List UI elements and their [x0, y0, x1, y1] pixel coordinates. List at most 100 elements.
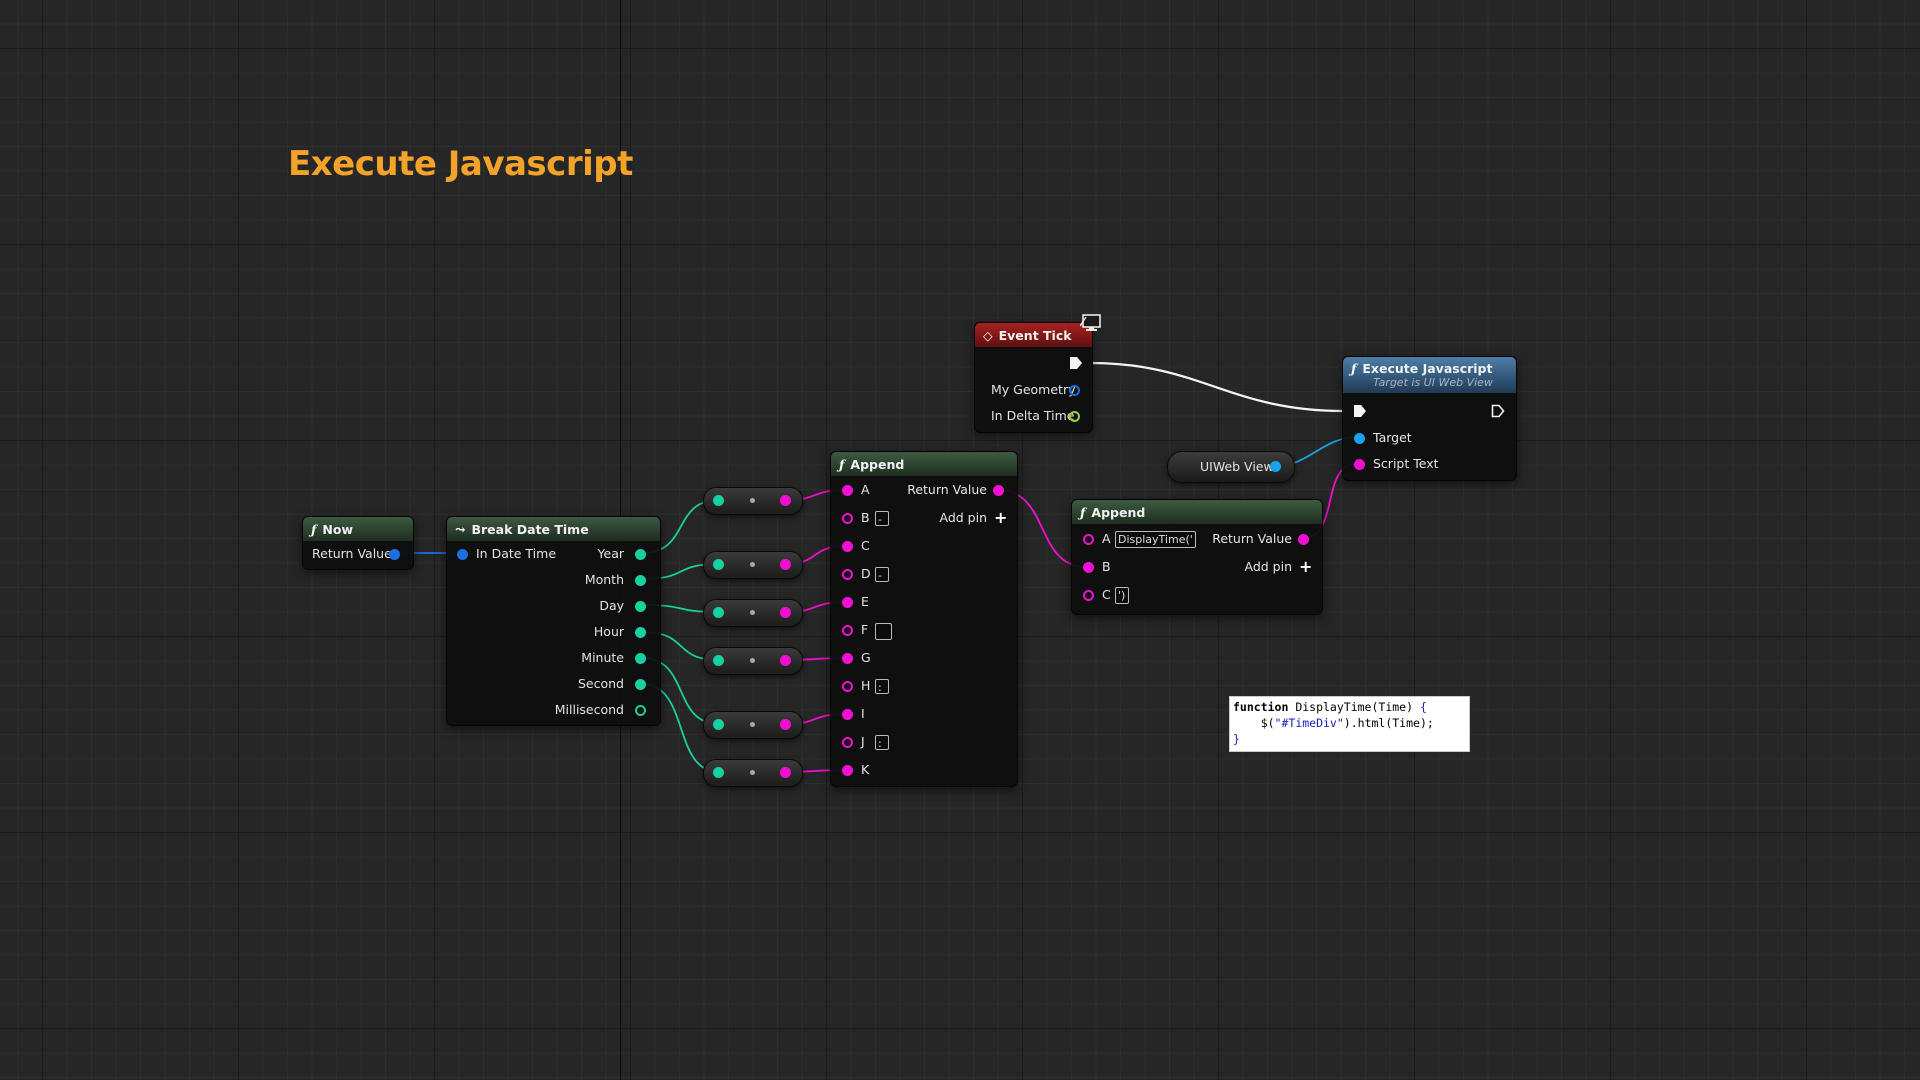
append2-input-c[interactable]: ') — [1115, 587, 1129, 604]
conv-out-pin[interactable] — [780, 495, 791, 506]
append1-pin-i[interactable] — [842, 709, 853, 720]
day-pin[interactable] — [635, 601, 646, 612]
now-node[interactable]: ƒ Now Return Value — [302, 516, 414, 570]
append1-label-c: C — [861, 539, 870, 553]
conv-in-pin[interactable] — [713, 559, 724, 570]
append1-add-pin-label[interactable]: Add pin — [939, 511, 987, 525]
conversion-node-month[interactable] — [703, 551, 803, 579]
my-geometry-pin[interactable] — [1069, 385, 1080, 396]
append1-input-f[interactable] — [875, 623, 892, 640]
in-date-time-pin[interactable] — [457, 549, 468, 560]
conv-dot — [750, 562, 755, 567]
conv-dot — [750, 498, 755, 503]
append1-pin-e[interactable] — [842, 597, 853, 608]
second-pin[interactable] — [635, 679, 646, 690]
append-node-1[interactable]: ƒ Append A Return Value B - Add pin + C … — [830, 451, 1018, 787]
conv-out-pin[interactable] — [780, 655, 791, 666]
conv-out-pin[interactable] — [780, 559, 791, 570]
append1-label-k: K — [861, 763, 869, 777]
append1-pin-g[interactable] — [842, 653, 853, 664]
conversion-node-year[interactable] — [703, 487, 803, 515]
conv-dot — [750, 722, 755, 727]
append-node-2-title: Append — [1091, 505, 1145, 520]
conv-in-pin[interactable] — [713, 719, 724, 730]
append1-input-j[interactable]: : — [875, 735, 889, 750]
append2-add-pin-label[interactable]: Add pin — [1244, 560, 1292, 574]
event-tick-title: Event Tick — [999, 328, 1072, 343]
exec-wire — [1091, 363, 1343, 411]
append-node-2-header[interactable]: ƒ Append — [1072, 500, 1322, 524]
now-return-label: Return Value — [312, 547, 392, 561]
break-date-time-node[interactable]: ⤳ Break Date Time In Date Time Year Mont… — [446, 516, 661, 726]
execute-javascript-node[interactable]: ƒExecute Javascript Target is UI Web Vie… — [1342, 356, 1517, 481]
conv-dot — [750, 658, 755, 663]
append-node-2[interactable]: ƒ Append A DisplayTime(' Return Value B … — [1071, 499, 1323, 615]
exec-out-pin[interactable] — [1491, 404, 1505, 418]
hour-pin[interactable] — [635, 627, 646, 638]
append2-pin-c[interactable] — [1083, 590, 1094, 601]
function-icon: ƒ — [311, 522, 316, 537]
add-pin-plus-icon[interactable]: + — [1299, 560, 1312, 574]
target-label: Target — [1373, 431, 1412, 445]
append1-input-d[interactable]: - — [875, 567, 889, 582]
javascript-code-snippet: function DisplayTime(Time) { $("#TimeDiv… — [1229, 696, 1470, 752]
break-date-time-header[interactable]: ⤳ Break Date Time — [447, 517, 660, 541]
minute-pin[interactable] — [635, 653, 646, 664]
conversion-node-hour[interactable] — [703, 647, 803, 675]
millisecond-label: Millisecond — [555, 703, 624, 717]
append1-pin-h[interactable] — [842, 681, 853, 692]
append1-pin-d[interactable] — [842, 569, 853, 580]
append2-pin-a[interactable] — [1083, 534, 1094, 545]
conversion-node-day[interactable] — [703, 599, 803, 627]
conversion-node-second[interactable] — [703, 759, 803, 787]
conversion-node-minute[interactable] — [703, 711, 803, 739]
execute-javascript-title: Execute Javascript — [1362, 361, 1492, 376]
append1-input-b[interactable]: - — [875, 511, 889, 526]
conv-out-pin[interactable] — [780, 607, 791, 618]
script-text-pin[interactable] — [1354, 459, 1365, 470]
code-brace-close: } — [1233, 732, 1240, 746]
code-keyword: function — [1233, 700, 1288, 714]
append1-pin-f[interactable] — [842, 625, 853, 636]
conv-in-pin[interactable] — [713, 495, 724, 506]
event-tick-header[interactable]: ◇ Event Tick — [975, 323, 1092, 347]
exec-out-pin[interactable] — [1069, 356, 1083, 370]
uiweb-view-variable[interactable]: UIWeb View — [1167, 451, 1295, 483]
append1-pin-b[interactable] — [842, 513, 853, 524]
in-delta-time-pin[interactable] — [1069, 411, 1080, 422]
append1-pin-a[interactable] — [842, 485, 853, 496]
append2-input-a[interactable]: DisplayTime(' — [1115, 531, 1196, 548]
comment-title[interactable]: Execute Javascript — [288, 144, 633, 184]
append2-label-c: C — [1102, 588, 1111, 602]
exec-in-pin[interactable] — [1353, 404, 1367, 418]
append2-pin-b[interactable] — [1083, 562, 1094, 573]
event-tick-node[interactable]: ◇ Event Tick My Geometry In Delta Time — [974, 322, 1093, 433]
now-node-header[interactable]: ƒ Now — [303, 517, 413, 541]
month-pin[interactable] — [635, 575, 646, 586]
function-icon: ƒ — [1351, 361, 1356, 376]
append1-pin-j[interactable] — [842, 737, 853, 748]
add-pin-plus-icon[interactable]: + — [994, 511, 1007, 525]
now-return-pin[interactable] — [389, 549, 400, 560]
append1-return-pin[interactable] — [993, 485, 1004, 496]
conv-out-pin[interactable] — [780, 767, 791, 778]
execute-javascript-header[interactable]: ƒExecute Javascript Target is UI Web Vie… — [1343, 357, 1516, 393]
conv-in-pin[interactable] — [713, 607, 724, 618]
conv-dot — [750, 610, 755, 615]
conv-in-pin[interactable] — [713, 767, 724, 778]
in-date-time-label: In Date Time — [476, 547, 556, 561]
append-node-1-header[interactable]: ƒ Append — [831, 452, 1017, 476]
append1-input-h[interactable]: : — [875, 679, 889, 694]
append2-return-pin[interactable] — [1298, 534, 1309, 545]
year-pin[interactable] — [635, 549, 646, 560]
break-struct-icon: ⤳ — [455, 522, 465, 537]
target-pin[interactable] — [1354, 433, 1365, 444]
conv-out-pin[interactable] — [780, 719, 791, 730]
append1-pin-k[interactable] — [842, 765, 853, 776]
append1-pin-c[interactable] — [842, 541, 853, 552]
uiweb-view-pin[interactable] — [1270, 461, 1281, 472]
conv-in-pin[interactable] — [713, 655, 724, 666]
day-label: Day — [599, 599, 624, 613]
append2-label-a: A — [1102, 532, 1111, 546]
millisecond-pin[interactable] — [635, 705, 646, 716]
